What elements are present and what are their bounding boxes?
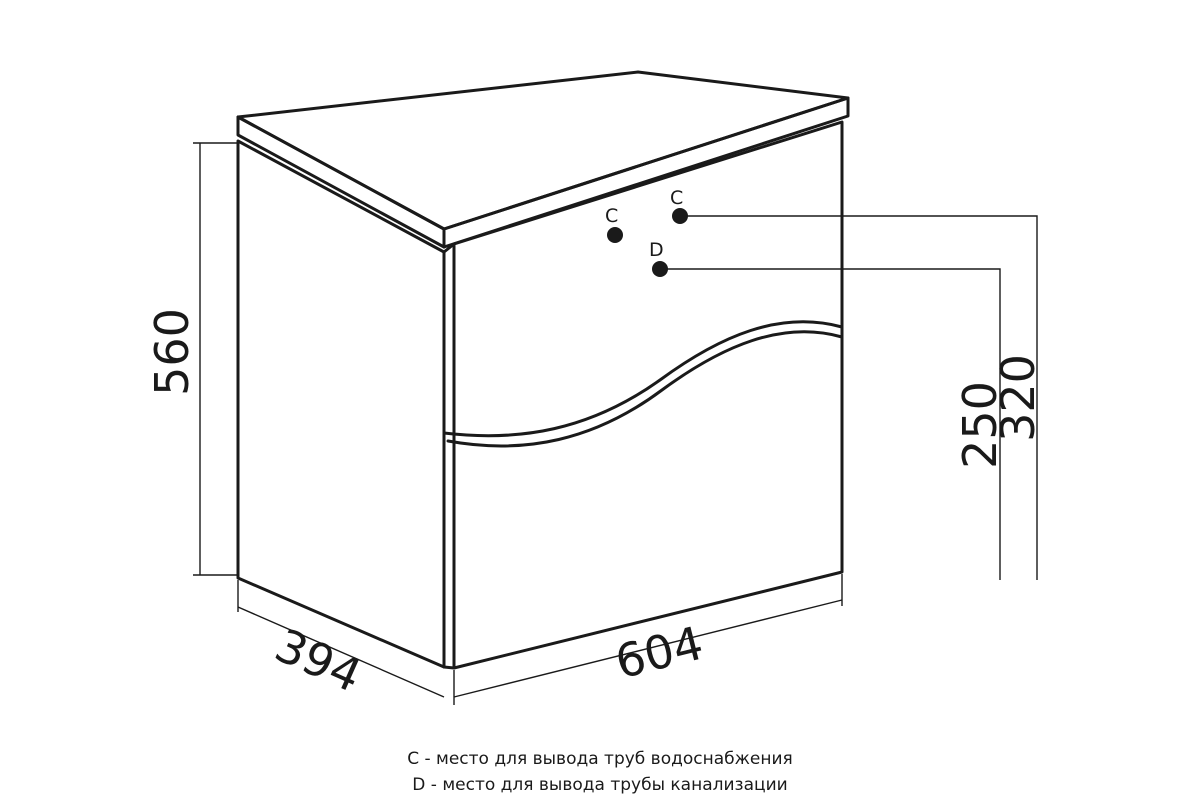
supply-height-value: 320: [991, 354, 1045, 442]
legend-d: D - место для вывода трубы канализации: [412, 775, 788, 795]
cabinet-front-edge-bottom: [442, 665, 456, 670]
supply-point-right-icon: [672, 208, 688, 224]
cabinet-front-panel: [452, 120, 844, 670]
drain-point-icon: [652, 261, 668, 277]
cabinet-front-edge: [442, 242, 456, 254]
drawer-wave-line: [442, 320, 844, 438]
supply-leader-line: [680, 215, 1038, 580]
label-c-right: C: [670, 187, 683, 209]
cabinet-side-panel: [236, 139, 446, 669]
drawer-wave-line-lower: [446, 330, 844, 448]
countertop-top: [236, 70, 850, 231]
drain-height-value: 250: [953, 381, 1007, 469]
depth-dimension-line: [237, 606, 445, 698]
legend-c: C - место для вывода труб водоснабжения: [407, 749, 793, 769]
depth-value: 394: [267, 618, 369, 703]
label-d: D: [649, 239, 664, 261]
countertop-left-face: [236, 115, 446, 249]
supply-point-left-icon: [607, 227, 623, 243]
countertop-front-face: [442, 96, 850, 249]
width-dimension-line: [453, 599, 843, 698]
drain-leader-line: [660, 268, 1001, 580]
label-c-left: C: [605, 205, 618, 227]
height-value: 560: [145, 308, 199, 396]
legend: C - место для вывода труб водоснабжения …: [0, 746, 1200, 798]
